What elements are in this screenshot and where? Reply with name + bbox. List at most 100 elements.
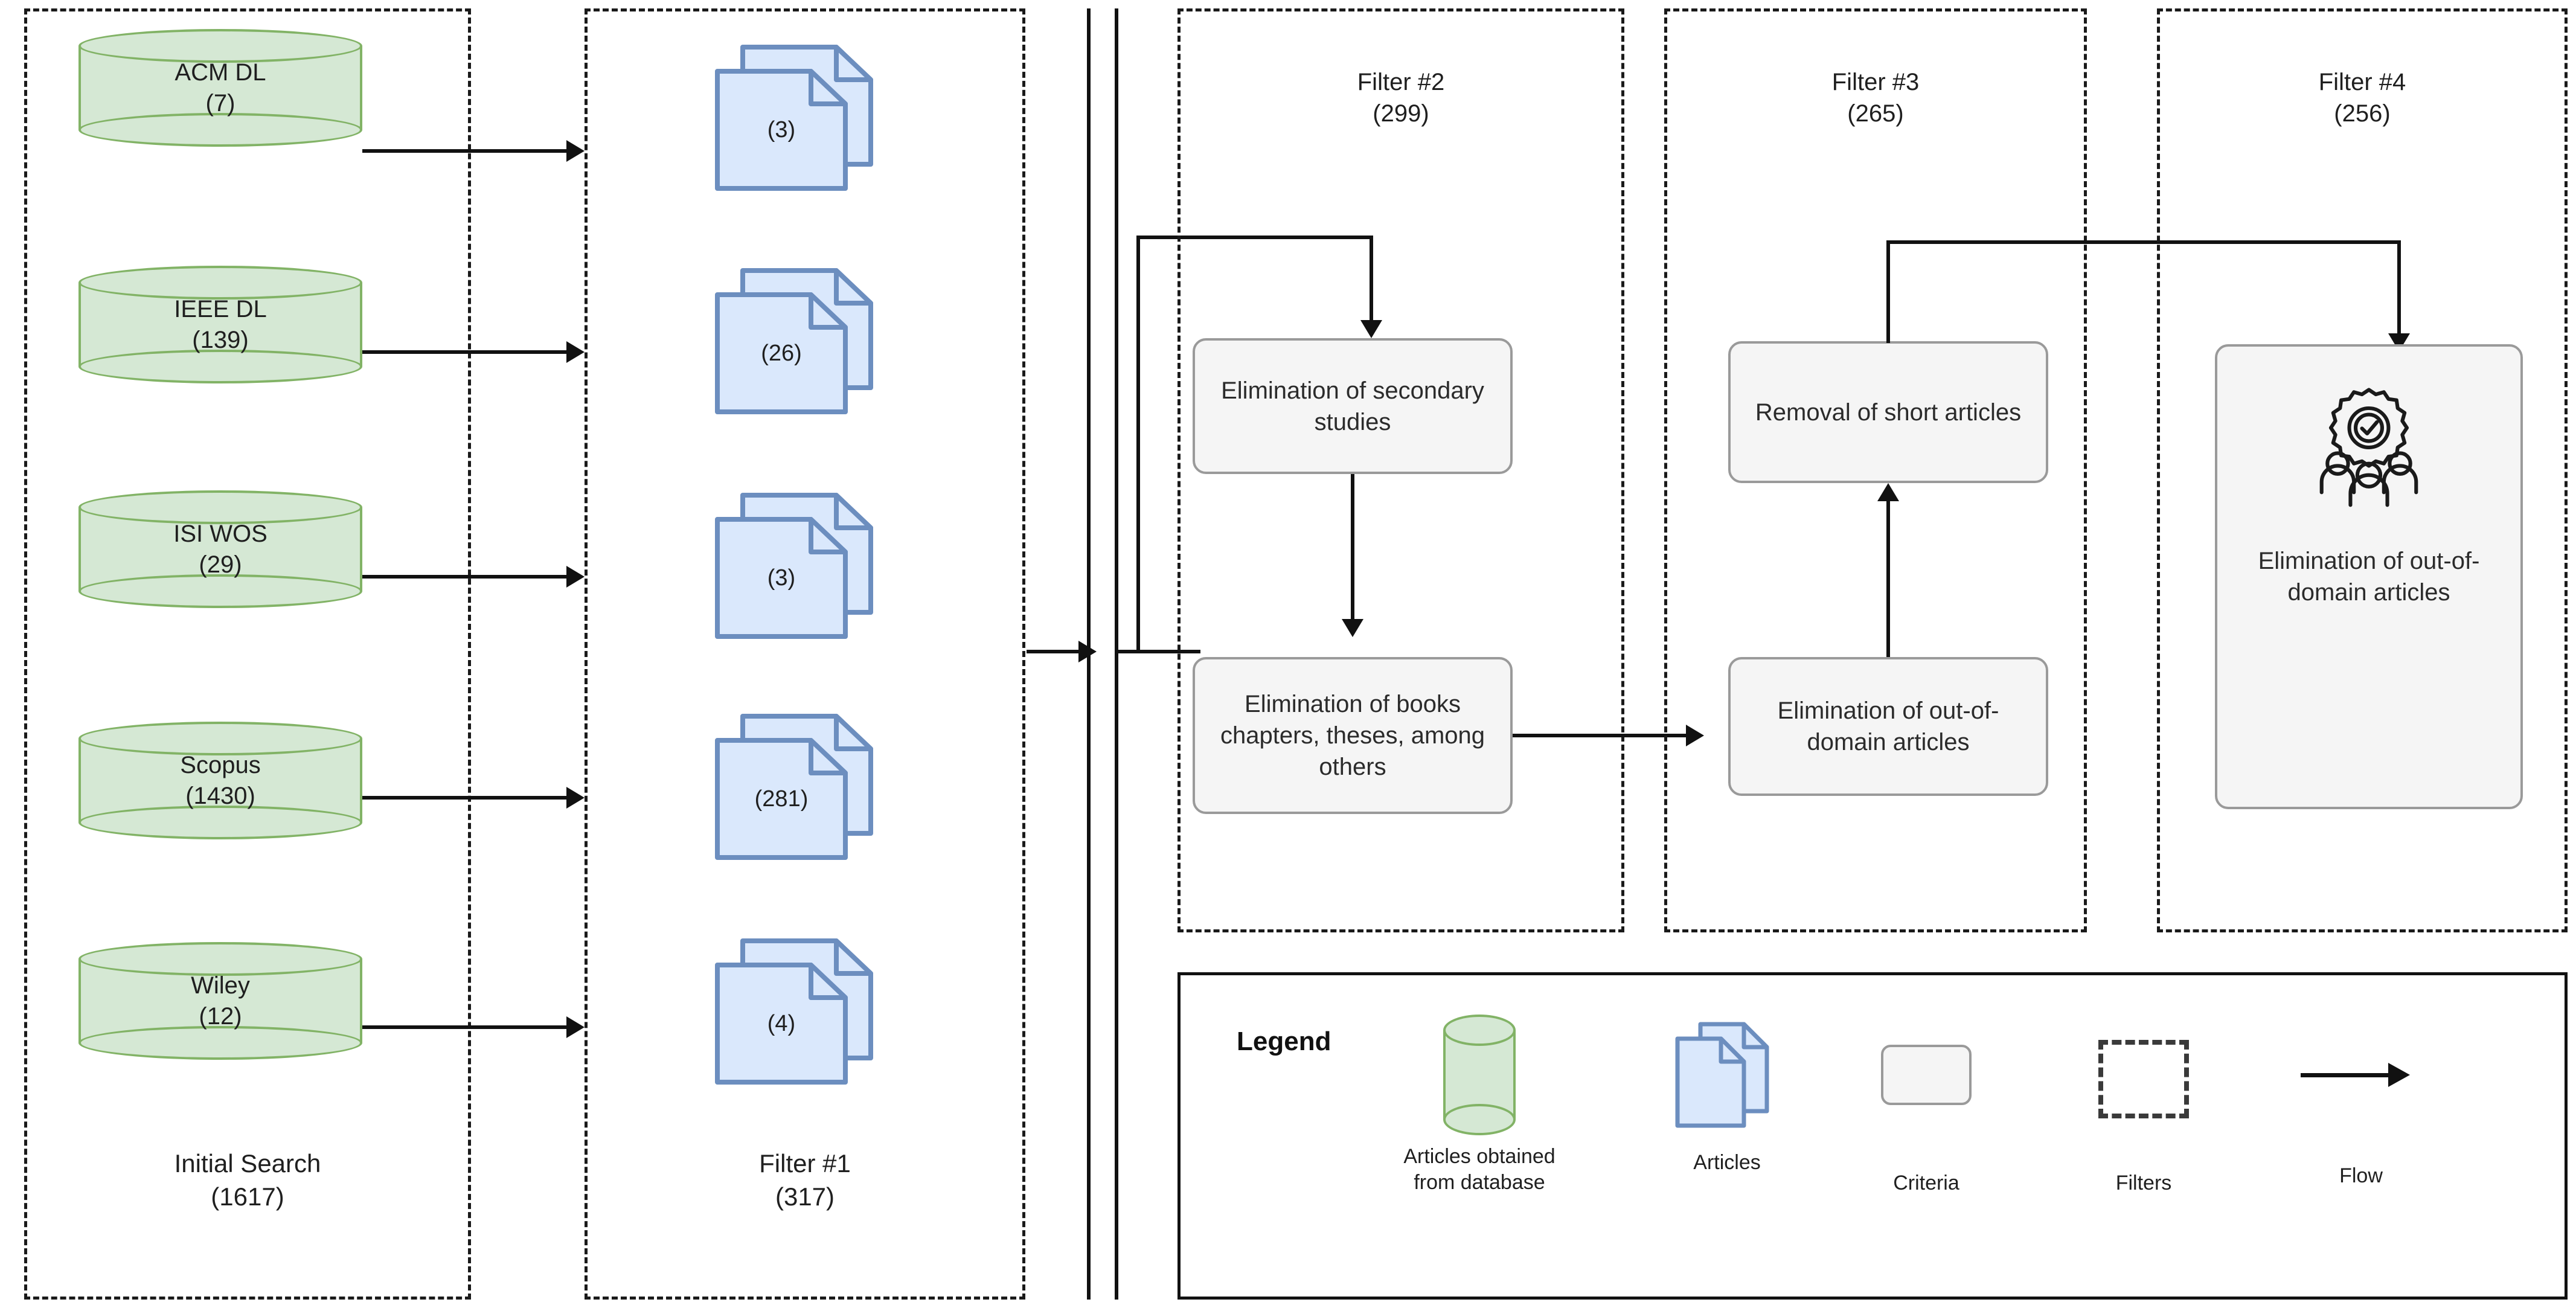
- caption-line-1: Initial Search: [174, 1149, 321, 1178]
- cylinder-top: [78, 490, 362, 524]
- flow-arrow-head-criteria2: [1342, 619, 1363, 637]
- legend-box: [1177, 972, 2568, 1300]
- flow-arrow-line-filter1-out: [1027, 650, 1081, 653]
- flow-arrow-line-isiwos: [362, 575, 568, 579]
- article-stack-2[interactable]: (26): [713, 266, 888, 417]
- article-stack-count: (26): [761, 340, 802, 366]
- flow-line-f4-down: [2397, 240, 2401, 337]
- criteria-box-elimination-out-of-domain-f4[interactable]: Elimination of out-of-domain articles: [2215, 344, 2523, 809]
- criteria-box-elimination-secondary-studies[interactable]: Elimination of secondary studies: [1193, 338, 1513, 474]
- flow-line-filter2-to-filter3: [1513, 734, 1688, 737]
- article-stack-1[interactable]: (3): [713, 42, 888, 193]
- dashed-rect-icon: [2098, 1040, 2189, 1118]
- flow-arrow-line-ieee: [362, 350, 568, 354]
- article-stack-5[interactable]: (4): [713, 936, 888, 1087]
- database-name: Scopus: [180, 751, 261, 778]
- cylinder-top: [78, 266, 362, 300]
- flow-line-f3-up: [1886, 240, 1890, 343]
- filter-title-line-1: Filter #2: [1357, 69, 1445, 95]
- database-name: ACM DL: [175, 59, 266, 86]
- flow-arrow-head-acm: [566, 140, 585, 162]
- article-stack-4[interactable]: (281): [713, 711, 888, 862]
- database-label: IEEE DL (139): [78, 293, 362, 355]
- criteria-box-removal-of-short-articles[interactable]: Removal of short articles: [1728, 341, 2048, 483]
- filter-title-line-2: (256): [2334, 100, 2391, 127]
- article-stack-count: (3): [767, 565, 796, 591]
- legend-item-articles-from-database: Articles obtained from database: [1353, 1015, 1606, 1195]
- criteria-box-elimination-out-of-domain-f3[interactable]: Elimination of out-of-domain articles: [1728, 657, 2048, 796]
- criteria-box-elimination-books-chapters-theses[interactable]: Elimination of books chapters, theses, a…: [1193, 657, 1513, 814]
- flow-line-branch-up: [1136, 236, 1140, 652]
- database-count: (29): [199, 551, 242, 578]
- filter-title-line-2: (299): [1373, 100, 1429, 127]
- filter-container-filter4: [2157, 8, 2568, 932]
- page-separator-bar: [1087, 8, 1118, 1300]
- cylinder-bottom: [78, 574, 362, 608]
- database-label: ACM DL (7): [78, 57, 362, 118]
- database-cylinder-isiwos[interactable]: ISI WOS (29): [78, 490, 362, 608]
- flow-arrow-line-wiley: [362, 1025, 568, 1029]
- document-stack-icon: [715, 714, 873, 860]
- database-label: Scopus (1430): [78, 749, 362, 811]
- cylinder-bottom: [78, 350, 362, 383]
- legend-item-label: Articles obtained from database: [1353, 1144, 1606, 1195]
- flow-arrow-head-removal-short: [1877, 483, 1899, 501]
- legend-item-label: Articles: [1693, 1151, 1761, 1174]
- cylinder-bottom: [78, 806, 362, 839]
- filter4-title: Filter #4 (256): [2157, 66, 2568, 129]
- database-cylinder-ieee[interactable]: IEEE DL (139): [78, 266, 362, 383]
- gear-check-people-icon: [2299, 383, 2438, 518]
- document-stack-icon: [715, 45, 873, 191]
- filter1-caption: Filter #1 (317): [585, 1147, 1025, 1213]
- database-cylinder-wiley[interactable]: Wiley (12): [78, 942, 362, 1060]
- article-stack-count: (281): [754, 786, 809, 812]
- flow-arrow-line-acm: [362, 149, 568, 153]
- flow-line-branch-top: [1136, 236, 1373, 239]
- legend-item-label: Filters: [2115, 1172, 2172, 1194]
- database-label: ISI WOS (29): [78, 518, 362, 580]
- database-count: (12): [199, 1002, 242, 1030]
- article-stack-count: (3): [767, 117, 796, 143]
- legend-title: Legend: [1237, 1027, 1331, 1056]
- flow-arrow-head-ieee: [566, 341, 585, 363]
- database-name: ISI WOS: [173, 520, 268, 547]
- cylinder-bottom: [1443, 1104, 1516, 1135]
- filter-title-line-1: Filter #3: [1831, 69, 1920, 95]
- filter-title-line-2: (265): [1847, 100, 1904, 127]
- caption-line-2: (317): [775, 1182, 835, 1211]
- legend-label-line-1: Articles obtained: [1403, 1145, 1556, 1168]
- arrow-shaft: [2301, 1073, 2391, 1077]
- database-name: IEEE DL: [174, 295, 267, 322]
- article-stack-3[interactable]: (3): [713, 490, 888, 641]
- legend-item-criteria: Criteria: [1836, 1045, 2017, 1196]
- flow-line-f3-bottom-to-top: [1886, 501, 1890, 657]
- filter-container-filter3: [1664, 8, 2087, 932]
- caption-line-2: (1617): [211, 1182, 284, 1211]
- legend-item-filters: Filters: [2053, 1040, 2234, 1196]
- flow-arrow-head-criteria1: [1360, 320, 1382, 338]
- initial-search-caption: Initial Search (1617): [24, 1147, 471, 1213]
- cylinder-top: [1443, 1015, 1516, 1046]
- legend-item-flow: Flow: [2270, 1057, 2452, 1189]
- caption-line-1: Filter #1: [759, 1149, 851, 1178]
- arrow-head: [2388, 1063, 2410, 1087]
- flow-line-criteria1-to-criteria2: [1351, 474, 1354, 622]
- database-cylinder-acm[interactable]: ACM DL (7): [78, 29, 362, 147]
- flow-arrow-head-scopus: [566, 787, 585, 809]
- legend-label-line-2: from database: [1414, 1170, 1545, 1194]
- flow-arrow-head-isiwos: [566, 566, 585, 588]
- flow-line-sep-to-branch: [1118, 650, 1200, 653]
- article-stack-count: (4): [767, 1010, 796, 1036]
- filter-container-filter1: [585, 8, 1025, 1300]
- filter-title-line-1: Filter #4: [2318, 69, 2406, 95]
- legend-item-label: Criteria: [1893, 1172, 1959, 1194]
- legend-item-articles: Articles: [1630, 1021, 1824, 1176]
- database-count: (1430): [185, 782, 255, 809]
- database-cylinder-scopus[interactable]: Scopus (1430): [78, 722, 362, 839]
- flow-arrow-head-filter3-in: [1686, 725, 1704, 746]
- flow-arrow-line-scopus: [362, 796, 568, 800]
- rounded-rect-icon: [1881, 1045, 1972, 1105]
- document-stack-icon: [715, 268, 873, 414]
- cylinder-top: [78, 722, 362, 755]
